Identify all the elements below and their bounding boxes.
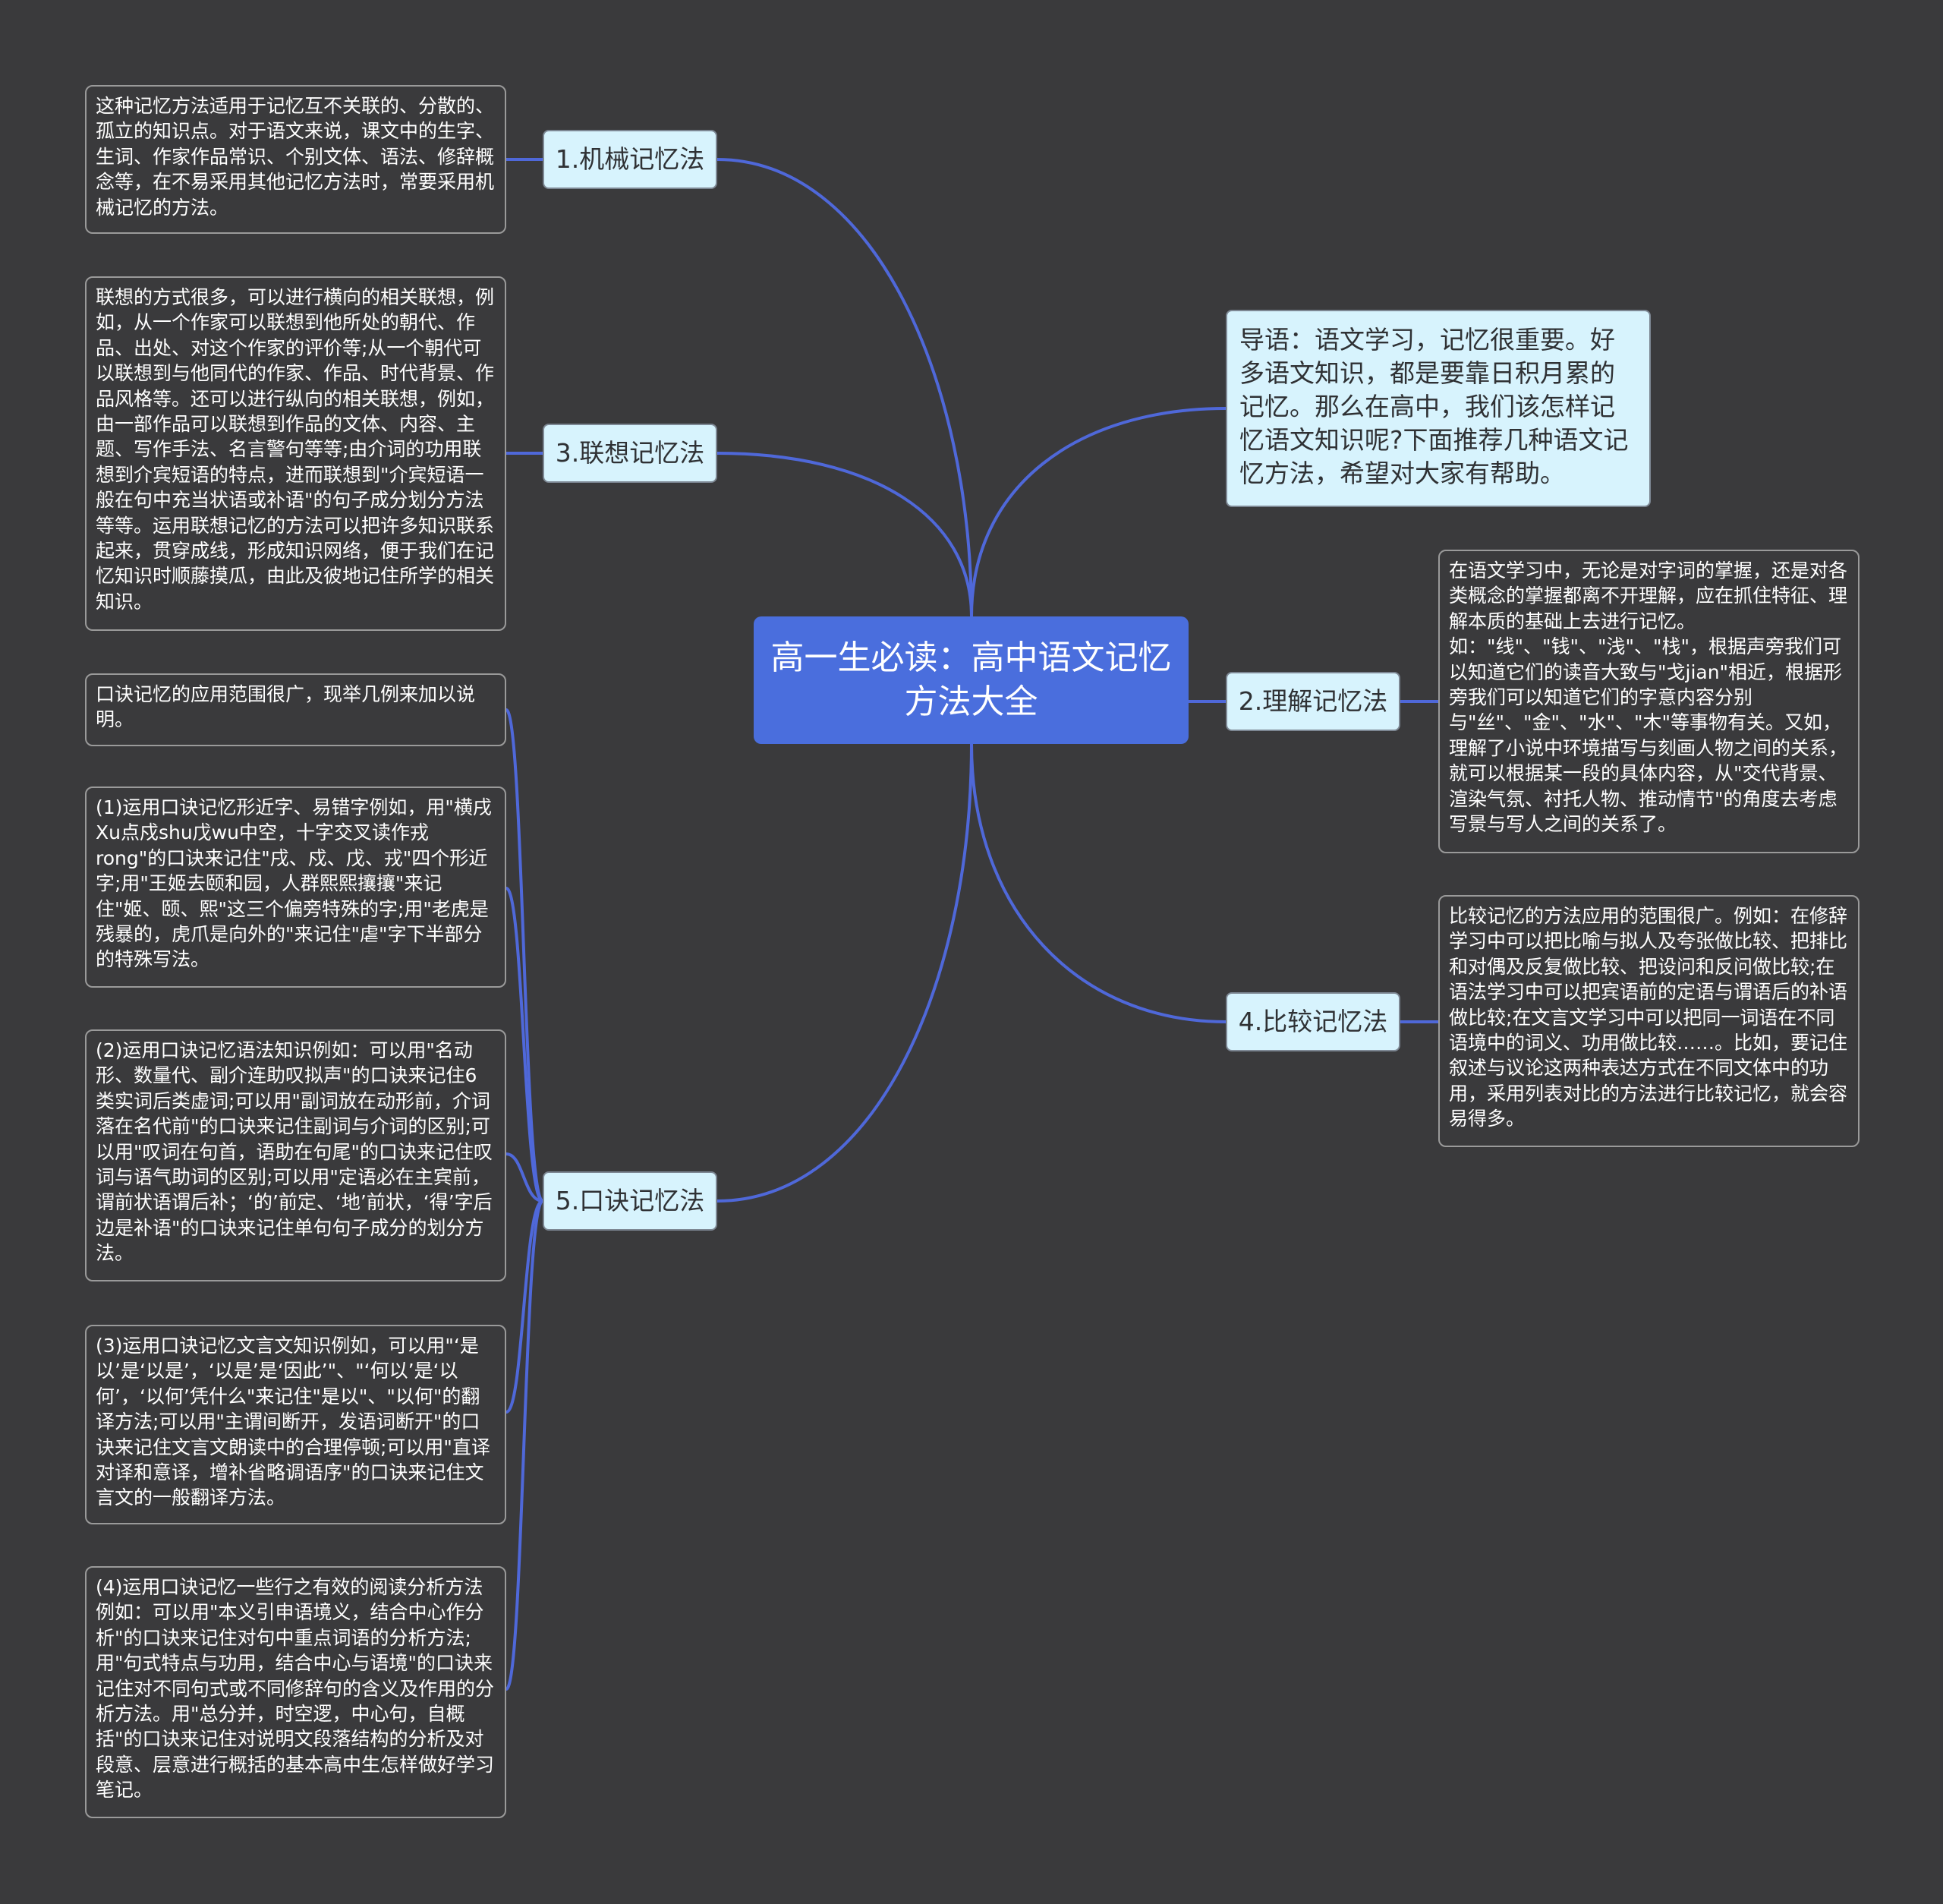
leaf-mnemonic-text-0: 口诀记忆的应用范围很广，现举几例来加以说明。 xyxy=(96,683,476,731)
link-root-to-mnemonic xyxy=(716,743,973,1203)
leaf-mechanical-memory[interactable]: 这种记忆方法适用于记忆互不关联的、分散的、孤立的知识点。对于语文来说，课文中的生… xyxy=(85,85,506,234)
branch-understanding-label: 2.理解记忆法 xyxy=(1238,686,1388,716)
root-title: 高一生必读：高中语文记忆方法大全 xyxy=(770,638,1172,721)
leaf-mnemonic-text-3: (3)运用口诀记忆文言文知识例如，可以用"‘是以’是‘以是’，‘以是’是‘因此’… xyxy=(96,1335,490,1509)
leaf-comparison-memory[interactable]: 比较记忆的方法应用的范围很广。例如：在修辞学习中可以把比喻与拟人及夸张做比较、把… xyxy=(1438,895,1860,1147)
link-root-to-mechanical xyxy=(716,158,973,617)
intro-node[interactable]: 导语：语文学习，记忆很重要。好多语文知识，都是要靠日积月累的记忆。那么在高中，我… xyxy=(1226,310,1651,507)
leaf-association-text: 联想的方式很多，可以进行横向的相关联想，例如，从一个作家可以联想到他所处的朝代、… xyxy=(96,286,495,613)
branch-association-label: 3.联想记忆法 xyxy=(555,438,705,468)
leaf-mnemonic-grammar[interactable]: (2)运用口诀记忆语法知识例如：可以用"名动形、数量代、副介连助叹拟声"的口诀来… xyxy=(85,1029,506,1281)
branch-mechanical-memory[interactable]: 1.机械记忆法 xyxy=(543,130,717,189)
leaf-mnemonic-reading[interactable]: (4)运用口诀记忆一些行之有效的阅读分析方法例如：可以用"本义引申语境义，结合中… xyxy=(85,1566,506,1818)
leaf-comparison-text: 比较记忆的方法应用的范围很广。例如：在修辞学习中可以把比喻与拟人及夸张做比较、把… xyxy=(1449,905,1848,1130)
leaf-understanding-text: 在语文学习中，无论是对字词的掌握，还是对各类概念的掌握都离不开理解，应在抓住特征… xyxy=(1449,560,1848,836)
leaf-mechanical-text: 这种记忆方法适用于记忆互不关联的、分散的、孤立的知识点。对于语文来说，课文中的生… xyxy=(96,95,495,219)
leaf-mnemonic-intro[interactable]: 口诀记忆的应用范围很广，现举几例来加以说明。 xyxy=(85,673,506,746)
leaf-association-memory[interactable]: 联想的方式很多，可以进行横向的相关联想，例如，从一个作家可以联想到他所处的朝代、… xyxy=(85,276,506,631)
intro-text: 导语：语文学习，记忆很重要。好多语文知识，都是要靠日积月累的记忆。那么在高中，我… xyxy=(1239,325,1629,488)
branch-mnemonic-memory[interactable]: 5.口诀记忆法 xyxy=(543,1171,717,1231)
link-mnemonic-leaf-5 xyxy=(505,1199,544,1691)
leaf-mnemonic-text-2: (2)运用口诀记忆语法知识例如：可以用"名动形、数量代、副介连助叹拟声"的口诀来… xyxy=(96,1039,493,1265)
link-mnemonic-leaf-3 xyxy=(505,1152,543,1203)
link-mnemonic-leaf-4 xyxy=(505,1199,543,1414)
leaf-mnemonic-text-4: (4)运用口诀记忆一些行之有效的阅读分析方法例如：可以用"本义引申语境义，结合中… xyxy=(96,1576,495,1802)
leaf-mnemonic-text-1: (1)运用口诀记忆形近字、易错字例如，用"横戌Xu点戍shu戊wu中空，十字交叉… xyxy=(96,796,492,971)
link-mnemonic-leaf-2 xyxy=(505,887,544,1203)
link-root-to-intro xyxy=(970,407,1227,617)
leaf-mnemonic-classical[interactable]: (3)运用口诀记忆文言文知识例如，可以用"‘是以’是‘以是’，‘以是’是‘因此’… xyxy=(85,1325,506,1524)
leaf-mnemonic-characters[interactable]: (1)运用口诀记忆形近字、易错字例如，用"横戌Xu点戍shu戊wu中空，十字交叉… xyxy=(85,787,506,988)
leaf-understanding-memory[interactable]: 在语文学习中，无论是对字词的掌握，还是对各类概念的掌握都离不开理解，应在抓住特征… xyxy=(1438,550,1860,853)
link-root-to-association xyxy=(716,452,973,617)
branch-comparison-memory[interactable]: 4.比较记忆法 xyxy=(1226,992,1400,1051)
root-topic[interactable]: 高一生必读：高中语文记忆方法大全 xyxy=(754,616,1189,744)
branch-comparison-label: 4.比较记忆法 xyxy=(1238,1007,1388,1036)
link-mnemonic-leaf-1 xyxy=(505,708,544,1203)
branch-understanding-memory[interactable]: 2.理解记忆法 xyxy=(1226,672,1400,731)
branch-mechanical-label: 1.机械记忆法 xyxy=(555,144,705,174)
branch-association-memory[interactable]: 3.联想记忆法 xyxy=(543,424,717,483)
link-root-to-comparison xyxy=(970,743,1227,1023)
branch-mnemonic-label: 5.口诀记忆法 xyxy=(555,1186,705,1215)
